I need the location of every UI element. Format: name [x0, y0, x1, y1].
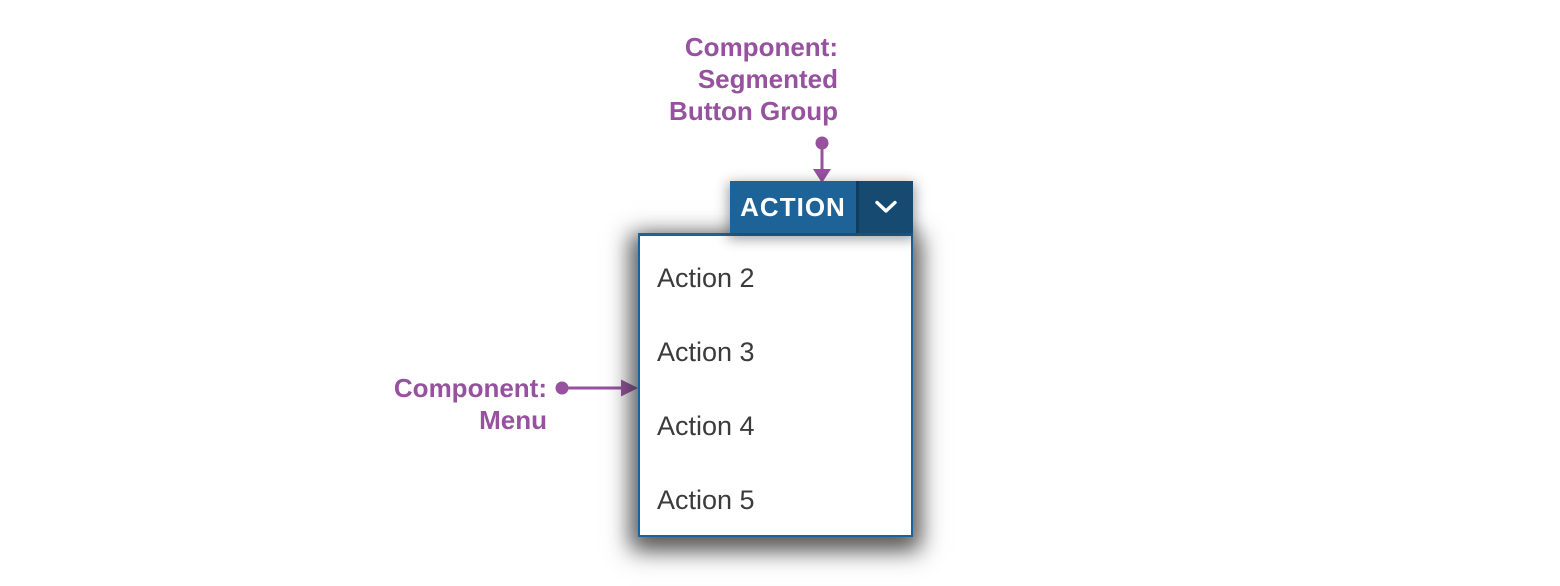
annotation-component-name: Menu — [479, 405, 547, 435]
segmented-button-group: ACTION — [730, 181, 913, 233]
annotation-prefix: Component: — [393, 373, 547, 403]
action-button[interactable]: ACTION — [730, 181, 856, 233]
menu-item[interactable]: Action 2 — [657, 262, 755, 293]
arrow-right-connector-icon — [555, 379, 638, 397]
menu-item[interactable]: Action 5 — [657, 484, 755, 515]
annotation-segmented-button-group: Component: Segmented Button Group — [669, 31, 838, 127]
annotation-component-name-line2: Button Group — [669, 96, 838, 126]
arrow-down-connector-icon — [813, 136, 831, 183]
dropdown-menu: Action 2 Action 3 Action 4 Action 5 — [638, 233, 913, 537]
menu-item[interactable]: Action 4 — [657, 410, 755, 441]
menu-item[interactable]: Action 3 — [657, 336, 755, 367]
annotation-menu: Component: Menu — [394, 372, 547, 436]
annotation-prefix: Component: — [684, 32, 838, 62]
dropdown-toggle-button[interactable] — [856, 181, 913, 233]
annotation-component-name-line1: Segmented — [697, 64, 838, 94]
chevron-down-icon — [875, 200, 897, 213]
